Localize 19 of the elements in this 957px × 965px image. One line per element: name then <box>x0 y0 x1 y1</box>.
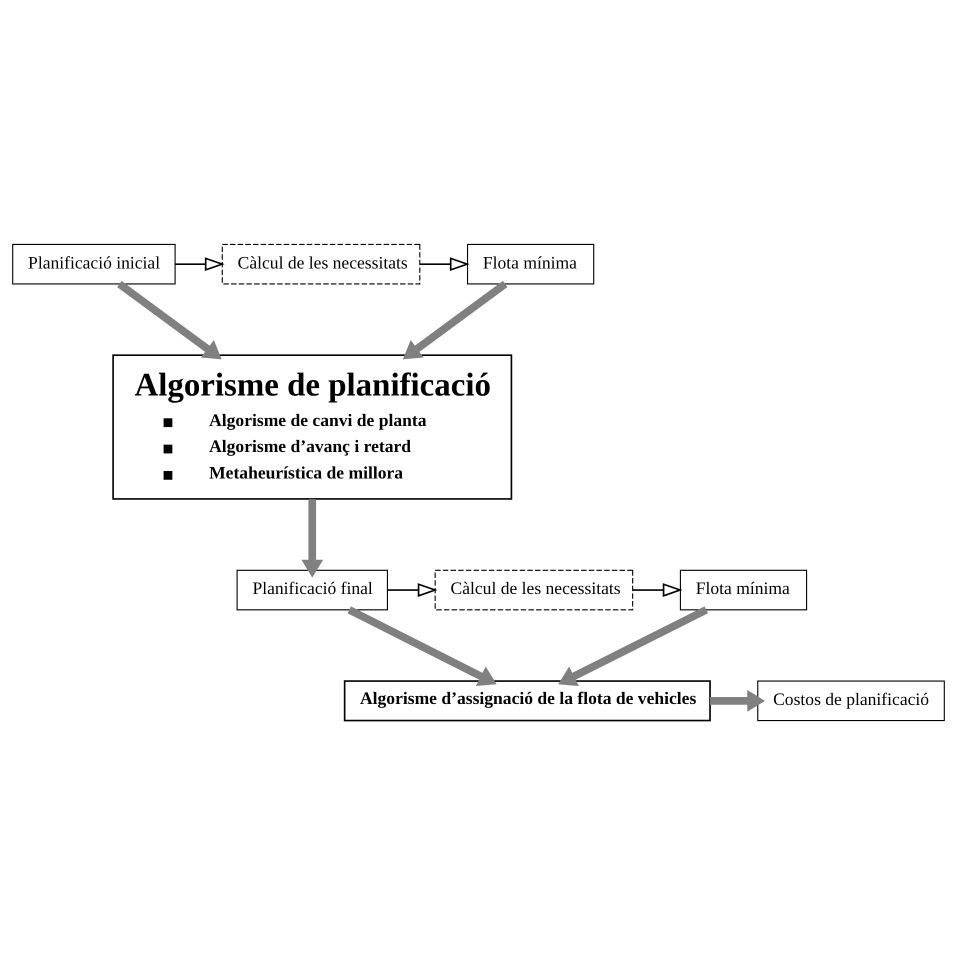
arrow <box>301 499 324 578</box>
node-box: Costos de planificació <box>757 680 945 722</box>
arrow <box>710 690 766 712</box>
node-box: Flota mínima <box>680 570 808 610</box>
node-box: Algorisme d’assignació de la flota de vehicles <box>344 680 711 722</box>
node-box: Càlcul de les necessitats <box>434 570 634 610</box>
arrow <box>117 280 222 360</box>
arrow <box>402 280 508 360</box>
node-box: Algorisme de planificació Algorisme de canvi de planta Algorisme d’avanç i retard Metaheurística de millora <box>112 354 512 500</box>
node-box: Càlcul de les necessitats <box>222 244 420 284</box>
node-box: Planificació final <box>236 570 388 610</box>
arrow <box>388 583 438 597</box>
node-box: Planificació inicial <box>12 244 176 284</box>
arrow <box>632 583 683 597</box>
arrow <box>176 257 225 272</box>
node-box: Flota mínima <box>466 244 594 284</box>
arrow <box>347 606 497 686</box>
arrow <box>420 257 470 272</box>
arrow <box>558 606 708 686</box>
